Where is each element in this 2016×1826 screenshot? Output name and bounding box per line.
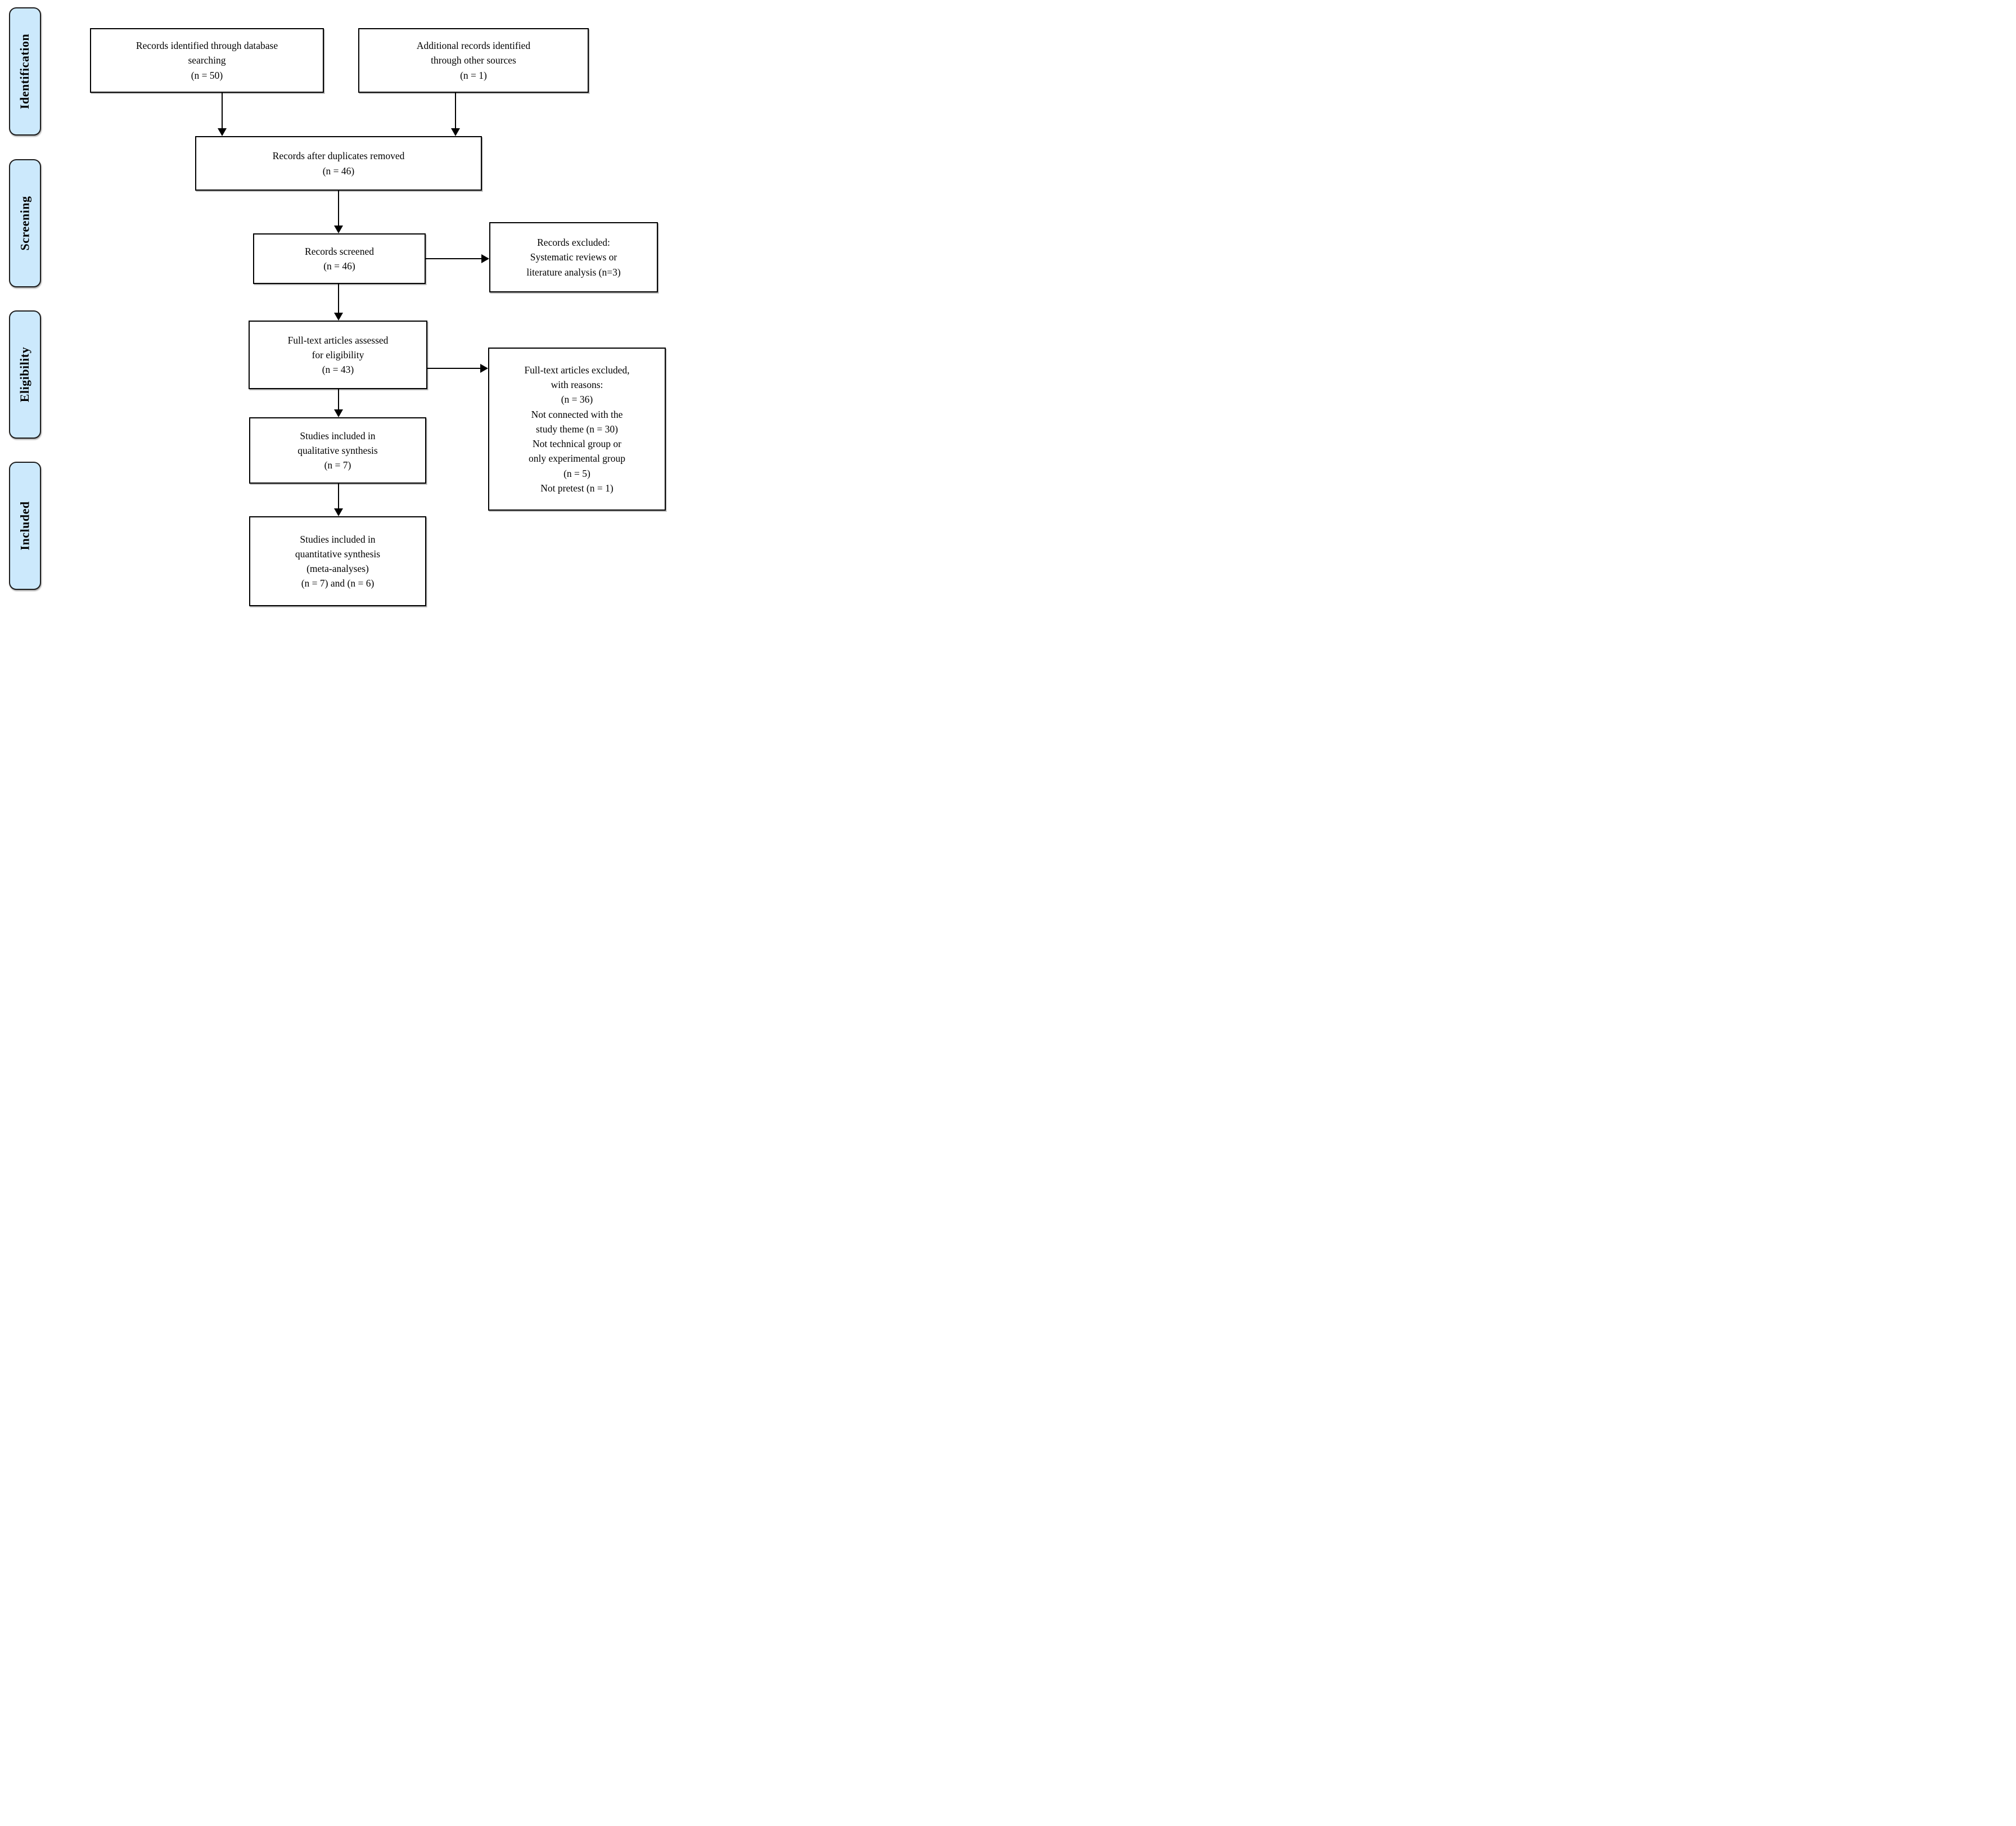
stage-eligibility-label: Eligibility	[17, 346, 32, 403]
connector-fulltext-to-qualitative-arrowhead-icon	[334, 409, 343, 417]
connector-duplicates-to-screened-line	[338, 191, 339, 227]
box-records-excluded: Records excluded: Systematic reviews or …	[489, 222, 658, 292]
box-records-after-duplicates-removed-text: Records after duplicates removed (n = 46…	[272, 150, 405, 177]
stage-screening: Screening	[9, 159, 41, 287]
box-qualitative-synthesis-text: Studies included in qualitative synthesi…	[297, 430, 378, 471]
connector-fulltext-to-excluded-line	[427, 368, 481, 369]
box-additional-records-other-sources: Additional records identified through ot…	[358, 28, 589, 93]
stage-included-label: Included	[17, 501, 32, 551]
box-records-identified-database-text: Records identified through database sear…	[136, 40, 278, 81]
box-records-screened: Records screened (n = 46)	[253, 233, 426, 284]
box-records-excluded-text: Records excluded: Systematic reviews or …	[526, 237, 621, 278]
box-records-identified-database: Records identified through database sear…	[90, 28, 324, 93]
stage-identification: Identification	[9, 7, 41, 136]
box-fulltext-excluded: Full-text articles excluded, with reason…	[488, 348, 666, 511]
connector-screened-to-fulltext-line	[338, 284, 339, 314]
box-quantitative-synthesis: Studies included in quantitative synthes…	[249, 516, 426, 606]
stage-screening-label: Screening	[17, 196, 32, 251]
box-additional-records-other-sources-text: Additional records identified through ot…	[416, 40, 531, 81]
stage-eligibility: Eligibility	[9, 310, 41, 439]
connector-qualitative-to-quantitative-line	[338, 484, 339, 510]
connector-duplicates-to-screened-arrowhead-icon	[334, 226, 343, 233]
box-records-after-duplicates-removed: Records after duplicates removed (n = 46…	[195, 136, 482, 191]
connector-db-to-duplicates-line	[222, 93, 223, 129]
connector-other-to-duplicates-arrowhead-icon	[451, 128, 460, 136]
connector-screened-to-excluded-arrowhead-icon	[481, 254, 489, 263]
box-fulltext-assessed: Full-text articles assessed for eligibil…	[249, 321, 427, 389]
stage-identification-label: Identification	[17, 33, 32, 110]
connector-screened-to-excluded-line	[426, 258, 482, 259]
stage-included: Included	[9, 462, 41, 590]
connector-qualitative-to-quantitative-arrowhead-icon	[334, 508, 343, 516]
box-fulltext-assessed-text: Full-text articles assessed for eligibil…	[287, 334, 389, 376]
connector-fulltext-to-excluded-arrowhead-icon	[480, 364, 488, 373]
box-quantitative-synthesis-text: Studies included in quantitative synthes…	[295, 533, 381, 589]
connector-screened-to-fulltext-arrowhead-icon	[334, 313, 343, 321]
box-qualitative-synthesis: Studies included in qualitative synthesi…	[249, 417, 426, 484]
box-records-screened-text: Records screened (n = 46)	[305, 245, 374, 272]
box-fulltext-excluded-text: Full-text articles excluded, with reason…	[524, 364, 630, 494]
connector-fulltext-to-qualitative-line	[338, 389, 339, 411]
connector-other-to-duplicates-line	[455, 93, 456, 129]
prisma-flow-diagram: Identification Screening Eligibility Inc…	[0, 0, 672, 608]
connector-db-to-duplicates-arrowhead-icon	[218, 128, 227, 136]
